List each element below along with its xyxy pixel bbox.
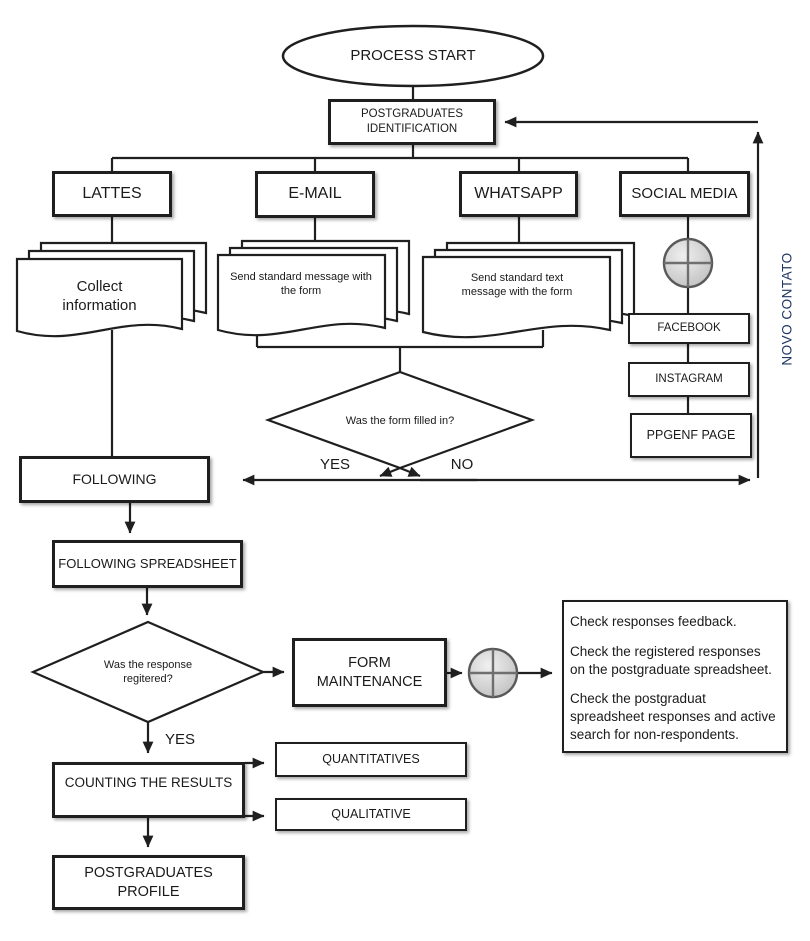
instagram-node: INSTAGRAM — [628, 362, 750, 397]
whatsapp-node: WHATSAPP — [459, 171, 578, 217]
quantitatives-node: QUANTITATIVES — [275, 742, 467, 777]
plus-connector-social-icon — [662, 237, 714, 289]
arrow-lines — [124, 116, 764, 848]
email-document-label: Send standard message with the form — [230, 270, 372, 297]
process-start-node: PROCESS START — [350, 47, 476, 65]
facebook-node: FACEBOOK — [628, 313, 750, 344]
form-maintenance-node: FORM MAINTENANCE — [292, 638, 447, 707]
lattes-node: LATTES — [52, 171, 172, 217]
form-filled-no-label: NO — [450, 456, 474, 474]
response-registered-yes-label: YES — [164, 731, 195, 749]
qualitative-node: QUALITATIVE — [275, 798, 467, 831]
check-notes-block: Check responses feedback. Check the regi… — [562, 600, 788, 753]
counting-results-node: COUNTING THE RESULTS — [52, 762, 245, 818]
postgraduates-identification-node: POSTGRADUATES IDENTIFICATION — [328, 99, 496, 145]
plus-connector-maintenance-icon — [467, 647, 519, 699]
check-note-1: Check responses feedback. — [570, 614, 737, 629]
form-filled-yes-label: YES — [319, 456, 350, 474]
ppgenf-page-node: PPGENF PAGE — [630, 413, 752, 458]
novo-contato-label: NOVO CONTATO — [779, 252, 795, 366]
response-registered-question: Was the response regitered? — [103, 658, 193, 685]
following-node: FOLLOWING — [19, 456, 210, 503]
document-stack-lattes — [15, 241, 208, 338]
social-media-node: SOCIAL MEDIA — [619, 171, 750, 217]
postgraduates-profile-node: POSTGRADUATES PROFILE — [52, 855, 245, 910]
connector-lines — [110, 86, 690, 457]
check-note-3: Check the postgraduat spreadsheet respon… — [570, 691, 776, 743]
following-spreadsheet-node: FOLLOWING SPREADSHEET — [52, 540, 243, 588]
document-stack-whatsapp — [421, 241, 636, 339]
collect-information-document-label: Collect information — [62, 277, 137, 315]
whatsapp-document-label: Send standard text message with the form — [461, 271, 573, 298]
check-note-2: Check the registered responses on the po… — [570, 643, 772, 677]
form-filled-question: Was the form filled in? — [345, 414, 455, 427]
email-node: E-MAIL — [255, 171, 375, 218]
document-stack-email — [216, 239, 411, 337]
